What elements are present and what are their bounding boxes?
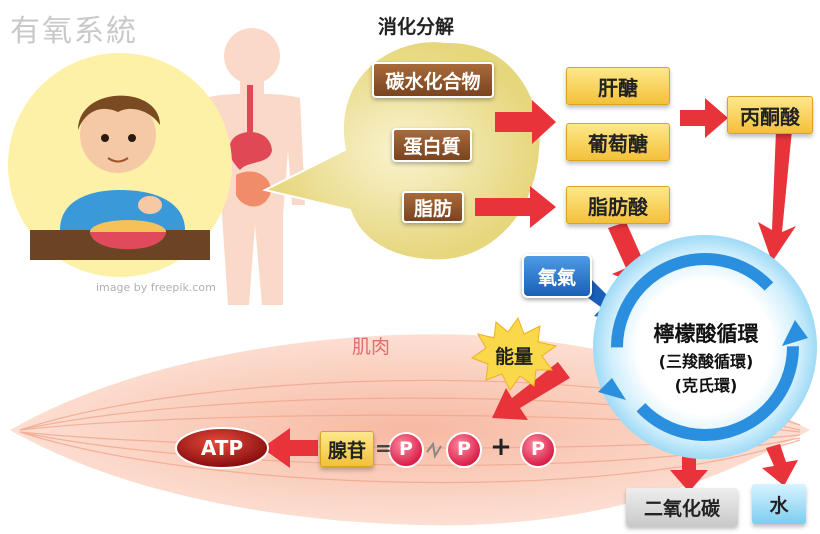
- flow-arrows: [262, 98, 798, 492]
- oxygen-box: 氧氣: [522, 254, 592, 298]
- plus-sign: +: [490, 432, 512, 462]
- energy-label: 能量: [494, 346, 533, 368]
- atp-label: ATP: [200, 436, 244, 460]
- cycle-alt-name-1: (三羧酸循環): [658, 352, 754, 371]
- image-credit: image by freepik.com: [96, 281, 216, 294]
- digestion-label: 消化分解: [378, 16, 455, 38]
- high-energy-bond-icon: [426, 441, 442, 459]
- phosphate-circles: [388, 432, 556, 468]
- cycle-circle: [593, 235, 817, 459]
- energy-burst: [470, 316, 558, 391]
- glycogen-box: 肝醣: [566, 67, 670, 105]
- pyruvate-box: 丙酮酸: [727, 96, 813, 134]
- nutrient-carbohydrate: 碳水化合物: [372, 62, 494, 98]
- phosphate-label-2: P: [457, 438, 471, 460]
- fatty-acid-box: 脂肪酸: [566, 186, 670, 224]
- adenosine-box: 腺苷: [320, 431, 374, 467]
- digestive-organs-icon: [229, 85, 272, 207]
- muscle-label: 肌肉: [352, 336, 391, 358]
- phosphate-label-1: P: [399, 438, 413, 460]
- nutrient-fat: 脂肪: [402, 191, 464, 223]
- phosphate-label-3: P: [531, 438, 545, 460]
- equals-sign: =: [375, 436, 392, 460]
- product-water: 水: [752, 484, 806, 524]
- cycle-alt-name-2: (克氏環): [674, 376, 738, 395]
- glucose-box: 葡萄醣: [566, 123, 670, 161]
- nutrient-protein: 蛋白質: [392, 128, 472, 162]
- page-title: 有氧系統: [10, 14, 138, 49]
- boy-eating-illustration: [8, 53, 232, 277]
- product-carbon-dioxide: 二氧化碳: [626, 488, 738, 526]
- cycle-name: 檸檬酸循環: [653, 322, 759, 346]
- atp-ellipse: [175, 427, 269, 469]
